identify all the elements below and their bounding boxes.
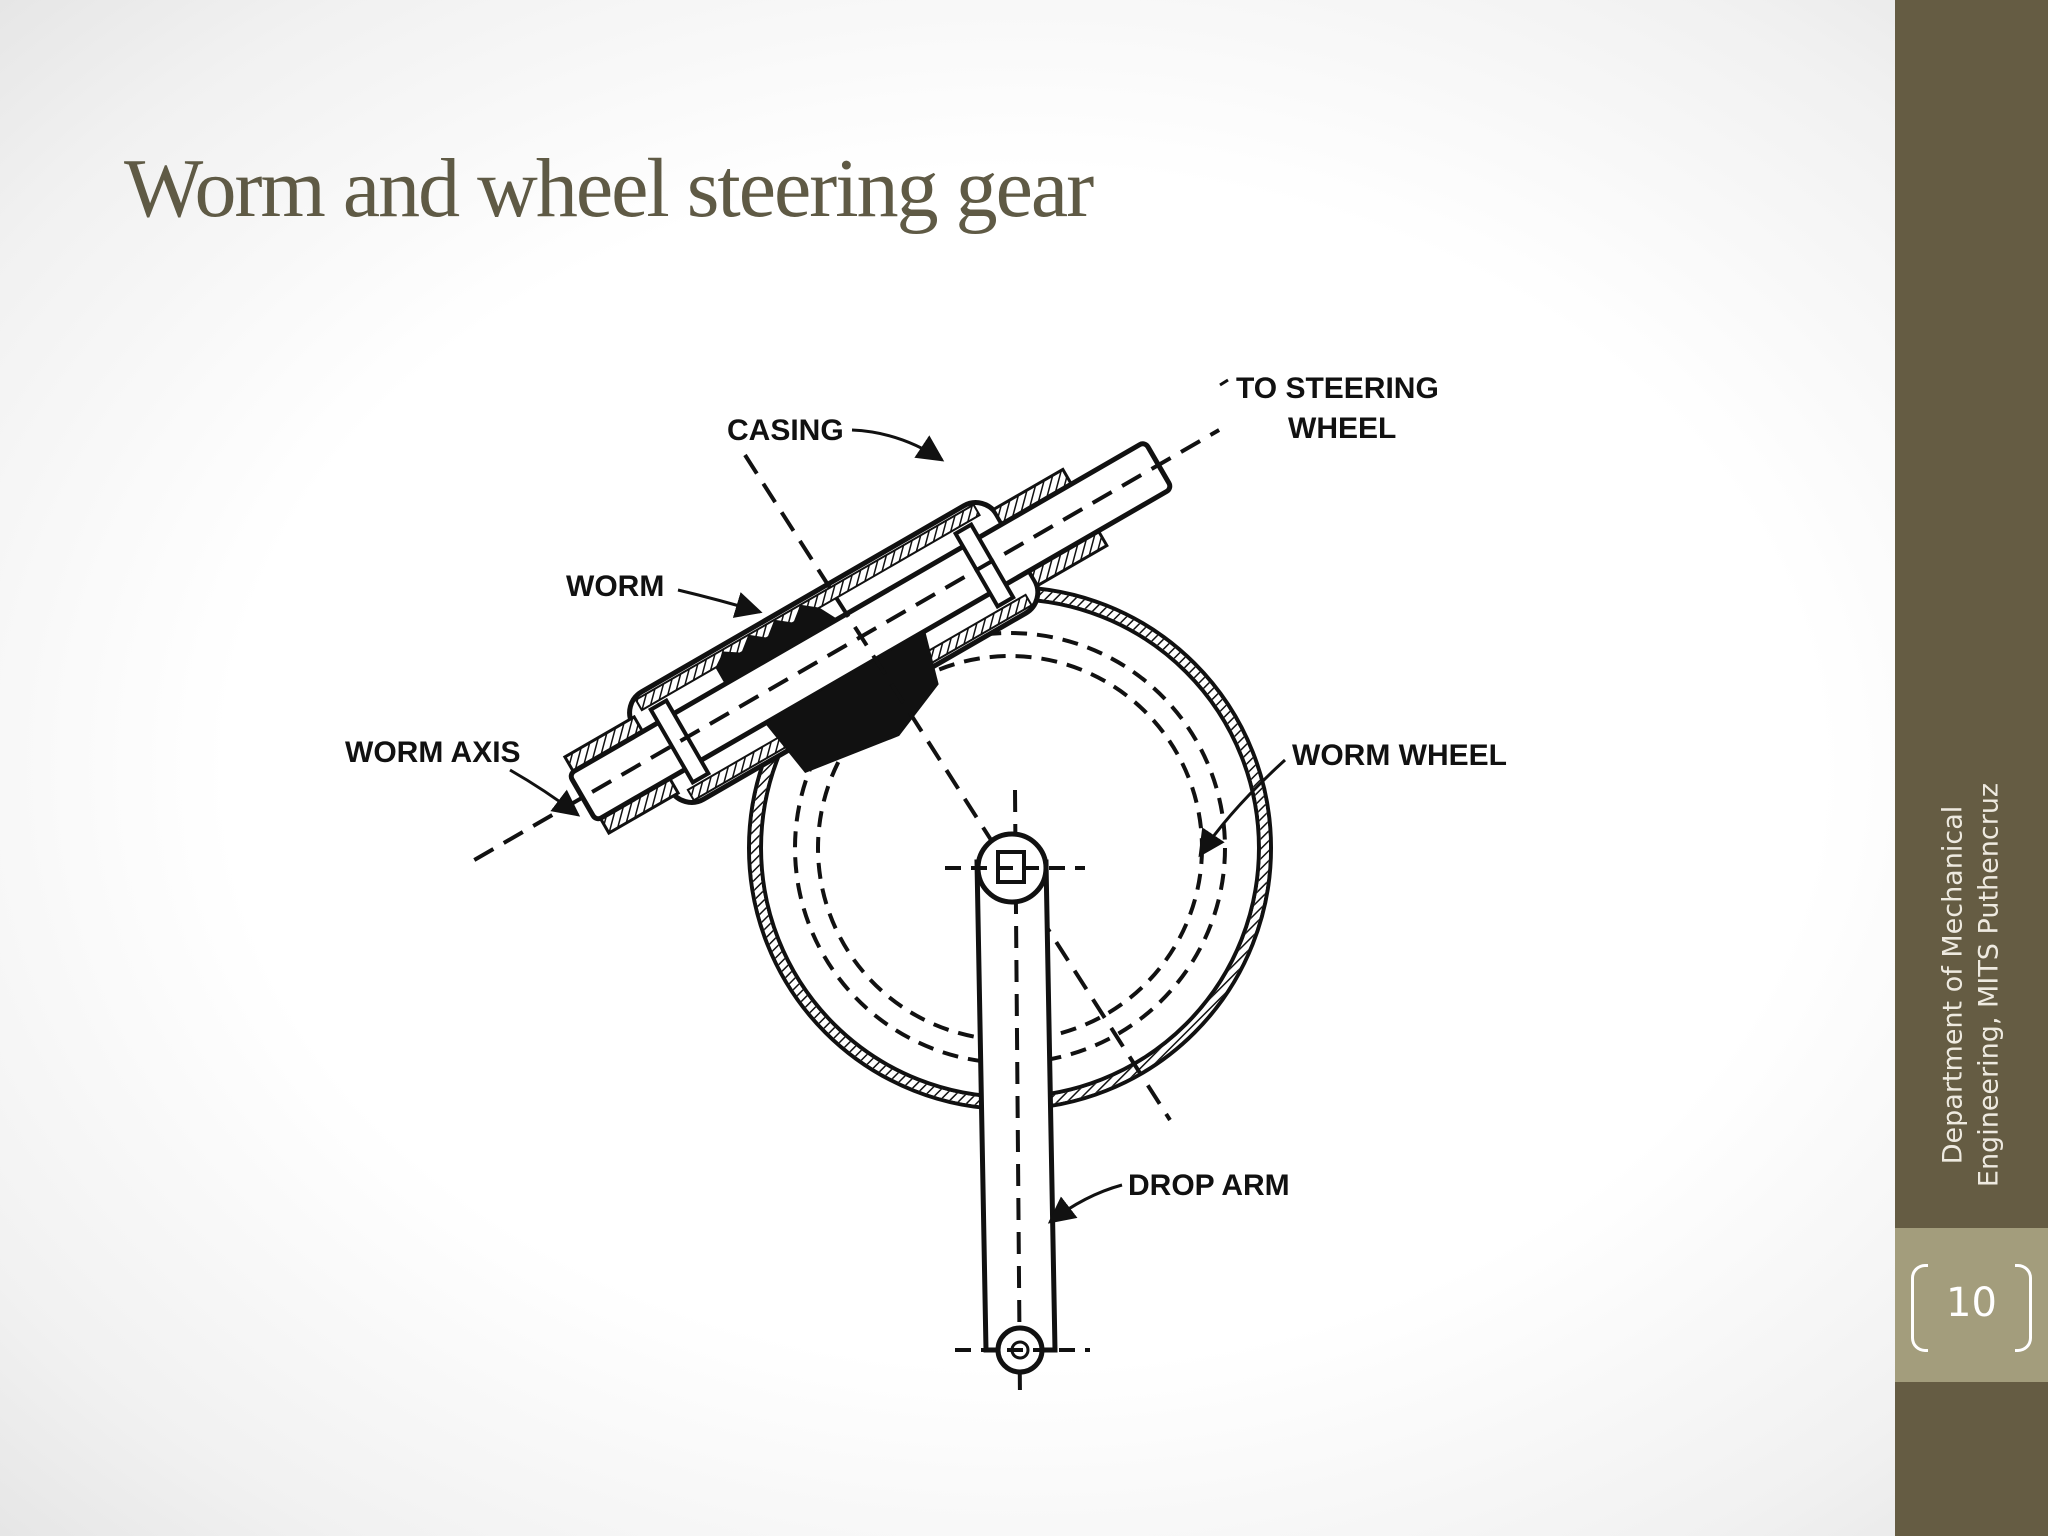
label-worm-axis: WORM AXIS (345, 736, 521, 769)
steering-gear-diagram: CASING TO STEERING WHEEL WORM WORM AXIS … (345, 372, 1507, 1401)
casing-housing (473, 428, 1221, 862)
wheel-centre-line (743, 453, 1172, 1122)
left-bracket (1911, 1264, 1928, 1352)
label-to-steering: TO STEERING (1236, 372, 1439, 405)
label-to-steering-wheel: WHEEL (1288, 412, 1396, 445)
page-number-box: 10 (1895, 1228, 2048, 1382)
footer-line-2: Engineering, MITS Puthencruz (1973, 782, 2005, 1188)
label-worm: WORM (566, 570, 664, 603)
page-number: 10 (1946, 1280, 1997, 1326)
sidebar: Department of Mechanical Engineering, MI… (1895, 0, 2048, 1536)
slide: Worm and wheel steering gear (124, 142, 1507, 1401)
label-drop-arm: DROP ARM (1128, 1169, 1290, 1202)
label-worm-wheel: WORM WHEEL (1292, 739, 1507, 772)
right-bracket (2015, 1264, 2032, 1352)
label-casing: CASING (727, 414, 844, 447)
leader-lines (509, 378, 1287, 1224)
footer-line-1: Department of Mechanical (1937, 805, 1969, 1165)
slide-title: Worm and wheel steering gear (124, 142, 1094, 235)
drop-arm (945, 789, 1090, 1401)
footer-text: Department of Mechanical Engineering, MI… (1935, 775, 2008, 1195)
